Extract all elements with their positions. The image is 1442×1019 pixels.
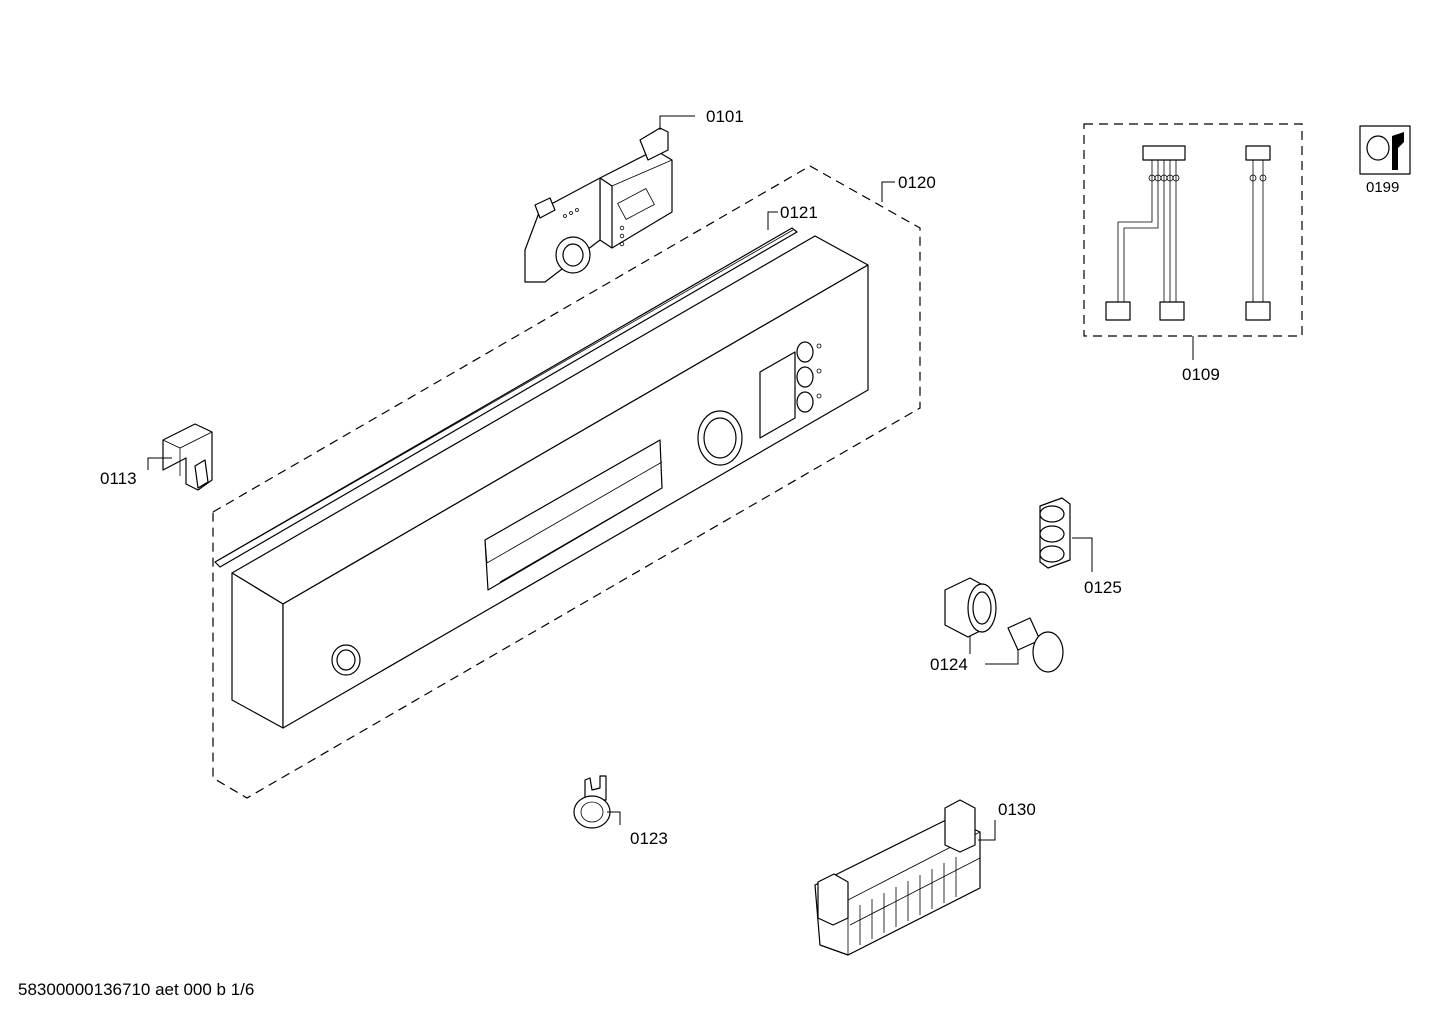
part-0123-knob-clip[interactable]	[573, 775, 611, 829]
label-0109: 0109	[1182, 365, 1220, 384]
control-panel-group-boundary	[212, 165, 921, 799]
part-0101-electronic-module[interactable]	[524, 127, 673, 283]
label-0121: 0121	[780, 203, 818, 222]
label-0113: 0113	[100, 469, 137, 488]
leader-lines	[147, 115, 1194, 841]
part-0121-trim-strip[interactable]	[214, 227, 798, 568]
part-0113-clip[interactable]	[162, 423, 213, 491]
label-0101: 0101	[706, 107, 744, 126]
label-0130: 0130	[998, 800, 1036, 819]
label-0199: 0199	[1366, 179, 1399, 196]
label-0123: 0123	[630, 829, 668, 848]
part-0120-control-panel[interactable]	[231, 235, 869, 729]
part-0199-service-icon[interactable]	[1359, 125, 1411, 175]
label-0125: 0125	[1084, 578, 1122, 597]
part-0124-knob-assembly[interactable]	[944, 577, 1064, 673]
part-0125-button-insert[interactable]	[1039, 497, 1071, 569]
document-code: 58300000136710 aet 000 b 1/6	[18, 980, 255, 999]
label-0124: 0124	[930, 655, 968, 674]
part-0130-connector-housing[interactable]	[814, 799, 981, 956]
part-0109-wiring-harness-group[interactable]	[1083, 123, 1303, 337]
label-0120: 0120	[898, 173, 936, 192]
